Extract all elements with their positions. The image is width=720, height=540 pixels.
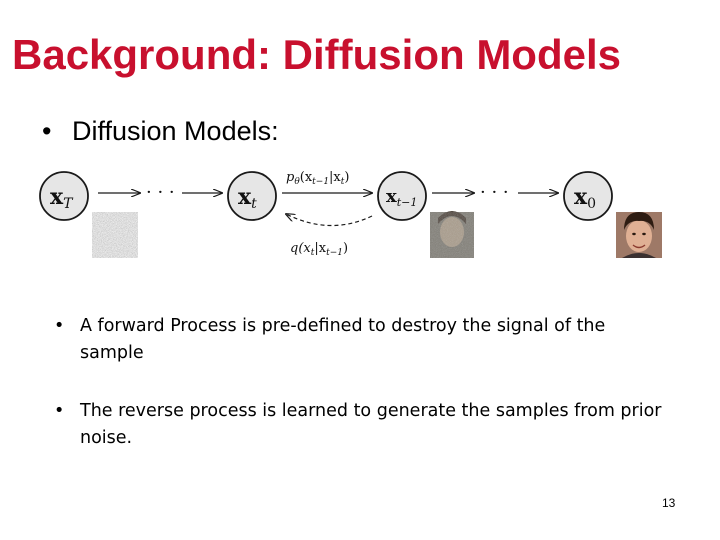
reverse-process-label: pθ(xt−1|xt) [286,170,349,187]
bullet-marker: • [54,316,65,336]
bullet-reverse-process: • The reverse process is learned to gene… [50,398,670,452]
ellipsis-right: · · · [480,182,509,203]
node-x-t-minus-1: xt−1 [377,171,427,221]
svg-text:xT: xT [50,184,74,212]
bullet-text: The reverse process is learned to genera… [80,401,662,448]
bullet-marker: • [54,401,65,421]
clean-face-image [616,212,662,258]
svg-text:x0: x0 [574,184,596,212]
forward-process-label: q(xt|xt−1) [290,241,348,258]
slide-title: Background: Diffusion Models [12,31,621,78]
ellipsis-left: · · · [146,182,175,203]
bullet-text: A forward Process is pre-defined to dest… [80,316,606,363]
arrow-forward-dashed [286,214,373,227]
bullet-forward-process: • A forward Process is pre-defined to de… [50,313,670,367]
diffusion-chain-diagram: xT · · · xt pθ(xt−1|xt) q(xt|xt−1) xt−1 … [39,170,662,258]
main-bullet: • Diffusion Models: [42,114,279,148]
noise-image-xT [92,212,138,258]
node-x-t: xt [227,171,277,221]
svg-text:xt: xt [238,184,257,212]
page-number: 13 [662,496,676,510]
bullet-marker: • [42,116,52,146]
noisy-face-image [430,211,474,258]
node-x-0: x0 [563,171,613,221]
node-x-T: xT [39,171,89,221]
svg-text:xt−1: xt−1 [386,186,417,209]
main-bullet-text: Diffusion Models: [72,116,279,146]
